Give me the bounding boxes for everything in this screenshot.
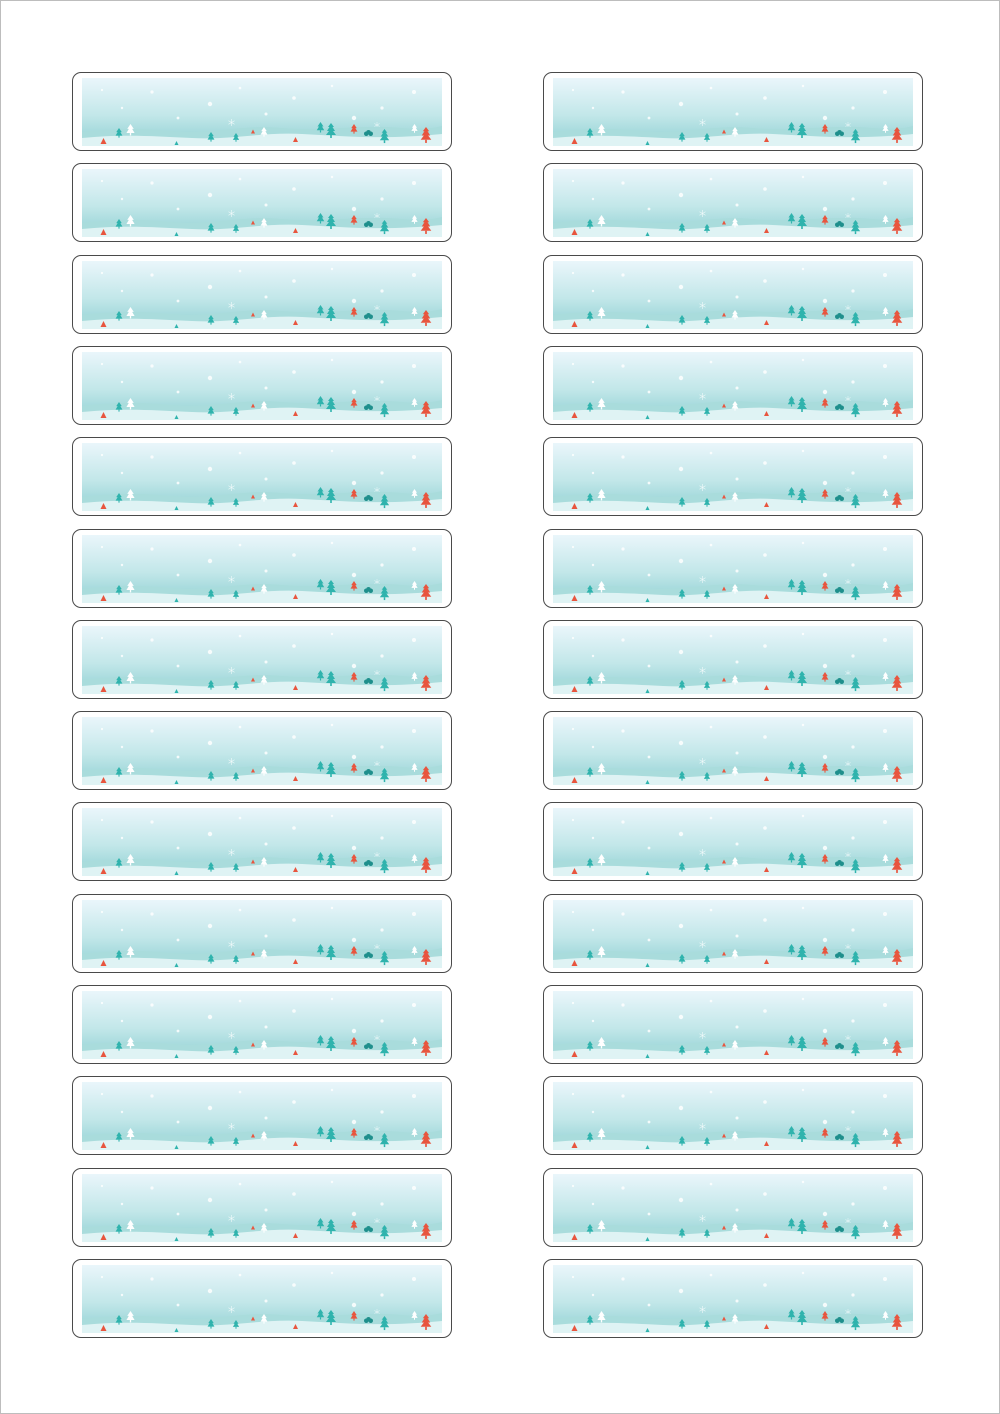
winter-scene-artwork [82,261,442,329]
label-r4-c1 [72,346,452,425]
label-r14-c2 [543,1259,923,1338]
winter-scene-artwork [553,169,913,237]
winter-scene-artwork [553,1174,913,1242]
label-r3-c1 [72,255,452,334]
winter-scene-artwork [82,900,442,968]
label-r10-c1 [72,894,452,973]
winter-scene-artwork [82,352,442,420]
winter-scene-artwork [82,1174,442,1242]
label-r6-c2 [543,529,923,608]
winter-scene-artwork [82,169,442,237]
label-r12-c2 [543,1076,923,1155]
winter-scene-artwork [82,1082,442,1150]
label-r1-c1 [72,72,452,151]
winter-scene-artwork [553,261,913,329]
winter-scene-artwork [553,535,913,603]
winter-scene-artwork [82,443,442,511]
winter-scene-artwork [553,808,913,876]
label-r10-c2 [543,894,923,973]
label-r8-c1 [72,711,452,790]
label-r4-c2 [543,346,923,425]
label-r11-c2 [543,985,923,1064]
label-r5-c1 [72,437,452,516]
winter-scene-artwork [553,1082,913,1150]
label-r1-c2 [543,72,923,151]
label-r7-c2 [543,620,923,699]
label-r6-c1 [72,529,452,608]
label-r11-c1 [72,985,452,1064]
winter-scene-artwork [553,352,913,420]
label-r14-c1 [72,1259,452,1338]
label-r5-c2 [543,437,923,516]
winter-scene-artwork [82,78,442,146]
winter-scene-artwork [553,1265,913,1333]
label-r13-c2 [543,1168,923,1247]
winter-scene-artwork [82,626,442,694]
winter-scene-artwork [82,808,442,876]
winter-scene-artwork [553,991,913,1059]
label-r9-c1 [72,802,452,881]
label-r2-c2 [543,163,923,242]
label-r7-c1 [72,620,452,699]
winter-scene-artwork [553,717,913,785]
winter-scene-artwork [82,1265,442,1333]
winter-scene-artwork [553,900,913,968]
label-r12-c1 [72,1076,452,1155]
winter-scene-artwork [553,626,913,694]
winter-scene-artwork [82,991,442,1059]
label-r13-c1 [72,1168,452,1247]
winter-scene-artwork [553,443,913,511]
winter-scene-artwork [82,717,442,785]
label-r9-c2 [543,802,923,881]
label-r3-c2 [543,255,923,334]
label-r8-c2 [543,711,923,790]
winter-scene-artwork [82,535,442,603]
winter-scene-artwork [553,78,913,146]
label-r2-c1 [72,163,452,242]
